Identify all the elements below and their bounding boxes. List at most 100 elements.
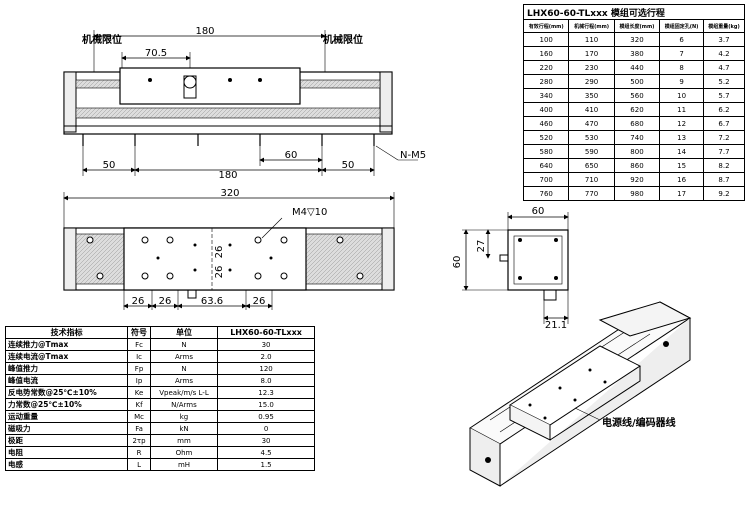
stroke-table-cell: 620 xyxy=(613,102,661,117)
cable-label: 电源线/编码器线 xyxy=(602,416,676,429)
spec-table-cell: 运动重量 xyxy=(4,410,129,423)
stroke-table-cell: 110 xyxy=(568,32,615,47)
stroke-table-cell: 530 xyxy=(568,130,615,145)
spec-table-header: 技术指标 xyxy=(4,326,129,339)
stroke-table-cell: 5.7 xyxy=(703,88,745,103)
stroke-table-cell: 590 xyxy=(568,144,615,159)
stroke-table-title: LHX60-60-TLxxx 模组可选行程 xyxy=(523,4,745,20)
stroke-table-header: 机械行程(mm) xyxy=(568,19,615,33)
stroke-table-cell: 700 xyxy=(522,172,570,187)
spec-table-cell: Fp xyxy=(127,362,151,375)
stroke-table-cell: 100 xyxy=(522,32,570,47)
spec-table-cell: Vpeak/m/s L-L xyxy=(149,386,219,399)
stroke-table-cell: 980 xyxy=(613,186,661,201)
dim-63-6: 63.6 xyxy=(201,296,223,307)
spec-table-cell: 力常数@25℃±10% xyxy=(4,398,129,411)
stroke-table-cell: 740 xyxy=(613,130,661,145)
stroke-table-cell: 400 xyxy=(522,102,570,117)
dim-60: 60 xyxy=(285,150,298,161)
stroke-table-cell: 920 xyxy=(613,172,661,187)
stroke-table-cell: 460 xyxy=(522,116,570,131)
dim-26-h1: 26 xyxy=(132,296,145,307)
spec-table-cell: mm xyxy=(149,434,219,447)
stroke-table-cell: 12 xyxy=(659,116,704,131)
spec-table-header: LHX60-60-TLxxx xyxy=(217,326,315,339)
spec-table-cell: L xyxy=(127,458,151,471)
stroke-table-cell: 6 xyxy=(659,32,704,47)
spec-table-cell: Fa xyxy=(127,422,151,435)
dim-180-top: 180 xyxy=(195,26,214,37)
dim-26-v1: 26 xyxy=(214,246,225,259)
dim-180-bottom: 180 xyxy=(218,170,237,181)
stroke-table-cell: 13 xyxy=(659,130,704,145)
stroke-table-cell: 15 xyxy=(659,158,704,173)
dim-320: 320 xyxy=(220,188,239,199)
spec-table-cell: 峰值电流 xyxy=(4,374,129,387)
stroke-table-cell: 6.2 xyxy=(703,102,745,117)
stroke-table-cell: 580 xyxy=(522,144,570,159)
stroke-table-cell: 17 xyxy=(659,186,704,201)
stroke-table-cell: 3.7 xyxy=(703,32,745,47)
stroke-table-header: 模组长度(mm) xyxy=(613,19,661,33)
stroke-table-header: 模组重量(kg) xyxy=(703,19,745,33)
stroke-table-cell: 11 xyxy=(659,102,704,117)
stroke-table-cell: 410 xyxy=(568,102,615,117)
spec-table-cell: 2.0 xyxy=(217,350,315,363)
stroke-table-cell: 680 xyxy=(613,116,661,131)
spec-table-cell: Ip xyxy=(127,374,151,387)
spec-table-cell: kg xyxy=(149,410,219,423)
stroke-options-table: LHX60-60-TLxxx 模组可选行程 有效行程(mm)机械行程(mm)模组… xyxy=(522,4,745,201)
stroke-table-cell: 160 xyxy=(522,46,570,61)
stroke-table-cell: 280 xyxy=(522,74,570,89)
spec-table-cell: Ke xyxy=(127,386,151,399)
stroke-table-cell: 6.7 xyxy=(703,116,745,131)
dim-70-5: 70.5 xyxy=(145,48,167,59)
spec-table-cell: 1.5 xyxy=(217,458,315,471)
spec-table-cell: Ohm xyxy=(149,446,219,459)
spec-table-cell: 12.3 xyxy=(217,386,315,399)
stroke-table-cell: 4.2 xyxy=(703,46,745,61)
stroke-table-cell: 520 xyxy=(522,130,570,145)
stroke-table-cell: 470 xyxy=(568,116,615,131)
m4-label: M4▽10 xyxy=(292,207,327,218)
dim-60-left: 60 xyxy=(452,256,463,269)
spec-table-cell: 4.5 xyxy=(217,446,315,459)
stroke-table-cell: 380 xyxy=(613,46,661,61)
spec-table-cell: 8.0 xyxy=(217,374,315,387)
spec-table-cell: Kf xyxy=(127,398,151,411)
stroke-table-cell: 8 xyxy=(659,60,704,75)
dim-26-h2: 26 xyxy=(159,296,172,307)
spec-table-cell: Arms xyxy=(149,350,219,363)
stroke-table-cell: 220 xyxy=(522,60,570,75)
stroke-table-cell: 650 xyxy=(568,158,615,173)
dim-60-top: 60 xyxy=(532,206,545,217)
stroke-table-cell: 4.7 xyxy=(703,60,745,75)
stroke-table-cell: 340 xyxy=(522,88,570,103)
stroke-table-cell: 5.2 xyxy=(703,74,745,89)
spec-table-header: 单位 xyxy=(149,326,219,339)
stroke-table-header: 有效行程(mm) xyxy=(522,19,570,33)
stroke-table-cell: 7.7 xyxy=(703,144,745,159)
front-view: 180 机械限位 机械限位 70.5 xyxy=(63,26,426,181)
spec-table-cell: 反电势常数@25℃±10% xyxy=(4,386,129,399)
spec-table-cell: mH xyxy=(149,458,219,471)
stroke-table-cell: 500 xyxy=(613,74,661,89)
mech-limit-right-label: 机械限位 xyxy=(323,33,363,46)
stroke-table-cell: 350 xyxy=(568,88,615,103)
spec-table-cell: 电阻 xyxy=(4,446,129,459)
stroke-table-cell: 800 xyxy=(613,144,661,159)
